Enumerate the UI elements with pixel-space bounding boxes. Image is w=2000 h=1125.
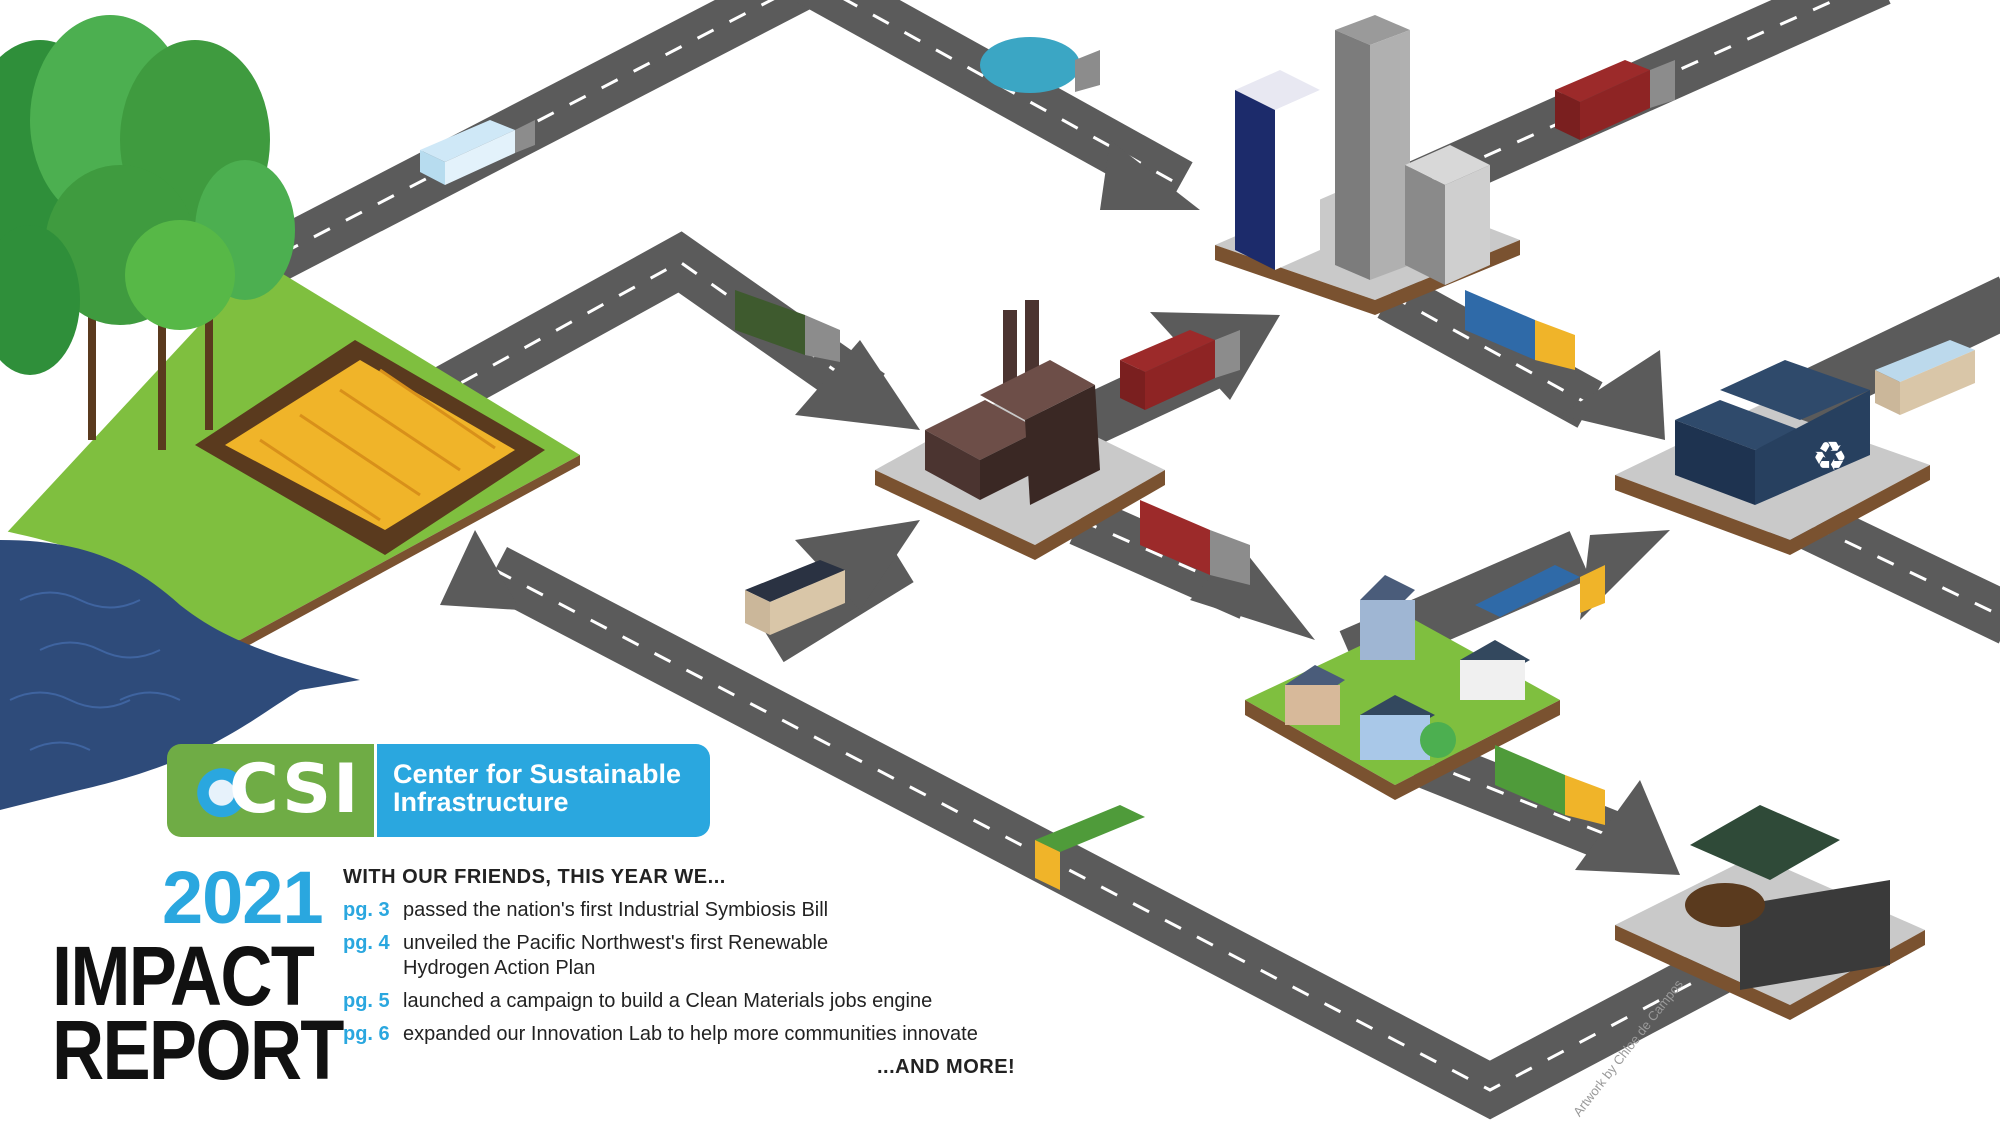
highlight-item: pg. 6 expanded our Innovation Lab to hel…: [343, 1022, 1043, 1047]
highlights-intro: WITH OUR FRIENDS, THIS YEAR WE...: [343, 866, 726, 888]
highlight-item: pg. 4 unveiled the Pacific Northwest's f…: [343, 931, 1043, 981]
city: [1215, 15, 1520, 315]
and-more-text: ...AND MORE!: [877, 1056, 1016, 1078]
globe-swirl-icon: [181, 752, 255, 826]
svg-text:♻: ♻: [1812, 434, 1848, 480]
flow-arrows: [440, 140, 1680, 875]
page-reference[interactable]: pg. 5: [343, 990, 390, 1012]
report-title-line1: IMPACT: [52, 929, 315, 1023]
highlight-item: pg. 5 launched a campaign to build a Cle…: [343, 989, 1043, 1014]
recycling-center: ♻: [1615, 360, 1930, 555]
logo-mark: CSI: [167, 744, 374, 837]
forest: [0, 15, 295, 450]
highlight-item: pg. 3 passed the nation's first Industri…: [343, 898, 1043, 923]
farmland: [0, 260, 580, 660]
page-reference[interactable]: pg. 6: [343, 1023, 390, 1045]
page-reference[interactable]: pg. 4: [343, 932, 390, 954]
report-year: 2021: [162, 856, 324, 939]
page-reference[interactable]: pg. 3: [343, 899, 390, 921]
neighborhood: [1245, 575, 1560, 800]
logo-name-panel: [377, 744, 710, 837]
highlights-list: pg. 3 passed the nation's first Industri…: [343, 898, 1043, 1055]
organization-name: Center for Sustainable Infrastructure: [393, 759, 682, 817]
report-title-line2: REPORT: [52, 1003, 344, 1097]
csi-logo: CSI Center for Sustainable Infrastructur…: [167, 744, 710, 837]
highlight-text: launched a campaign to build a Clean Mat…: [403, 990, 933, 1012]
river: [0, 530, 360, 810]
compost-site: [1615, 805, 1925, 1020]
highlight-text: passed the nation's first Industrial Sym…: [403, 899, 829, 921]
trucks: [420, 37, 1975, 890]
highlight-text: expanded our Innovation Lab to help more…: [403, 1023, 978, 1045]
factory: [875, 300, 1165, 560]
logo-letters: CSI: [229, 750, 361, 829]
highlight-text: unveiled the Pacific Northwest's first R…: [403, 932, 829, 979]
